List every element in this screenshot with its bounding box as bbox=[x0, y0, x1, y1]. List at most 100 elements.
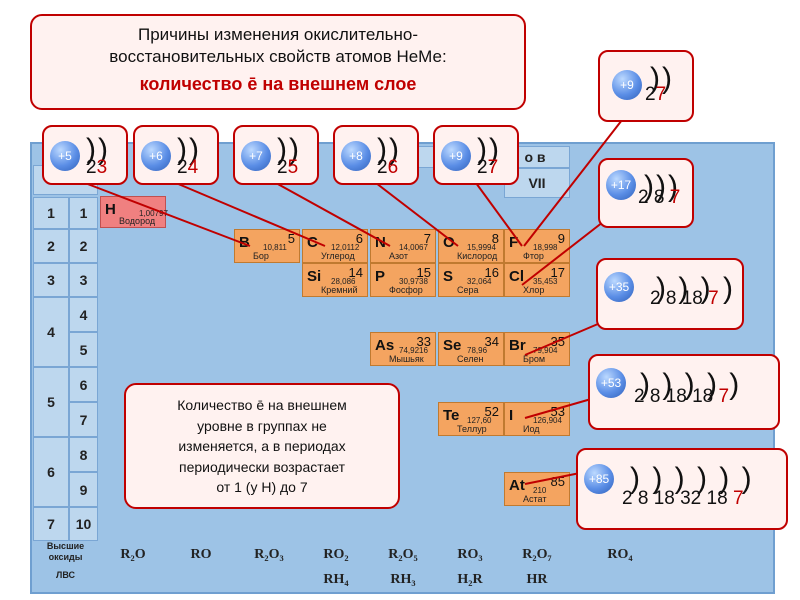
title-callout: Причины изменения окислительно- восстано… bbox=[30, 14, 526, 110]
electron-shell-callout: +8))26 bbox=[333, 125, 419, 185]
configuration-inner: 2 bbox=[645, 84, 656, 105]
electron-configuration: 24 bbox=[177, 157, 198, 179]
element-symbol: Br bbox=[509, 337, 526, 354]
element-symbol: C bbox=[307, 234, 318, 251]
element-mass: 127,60 bbox=[467, 416, 492, 425]
element-symbol: Cl bbox=[509, 268, 524, 285]
element-mass: 78,96 bbox=[467, 346, 488, 355]
element-number: 5 bbox=[287, 231, 295, 246]
electron-configuration: 25 bbox=[277, 157, 298, 179]
electron-shells: )) bbox=[177, 133, 201, 166]
element-symbol: As bbox=[375, 337, 395, 354]
element-symbol: At bbox=[509, 477, 525, 494]
period-number: 5 bbox=[33, 367, 69, 437]
title-line-2: восстановительных свойств атомов НеМе: bbox=[109, 47, 447, 66]
element-name: Бром bbox=[523, 354, 546, 364]
row-number: 7 bbox=[69, 402, 98, 437]
configuration-outer: 7 bbox=[655, 84, 667, 105]
nucleus-charge: +7 bbox=[241, 141, 271, 171]
note-line-2: уровне в группах не bbox=[197, 417, 327, 434]
element-number: 14 bbox=[348, 265, 363, 280]
period-number: 4 bbox=[33, 297, 69, 367]
hydride-formula: RH₄ bbox=[323, 572, 349, 587]
element-mass: 32,064 bbox=[467, 277, 492, 286]
element-name: Бор bbox=[253, 251, 269, 261]
element-symbol: S bbox=[443, 268, 454, 285]
nucleus-charge: +8 bbox=[341, 141, 371, 171]
element-name: Водород bbox=[119, 216, 156, 226]
electron-shells: )) bbox=[650, 62, 674, 95]
electron-shell-callout: +85) ) ) ) ) )2 8 18 32 18 7 bbox=[576, 448, 788, 530]
row-number: 6 bbox=[69, 367, 98, 402]
element-name: Теллур bbox=[457, 424, 487, 434]
element-symbol: B bbox=[239, 234, 250, 251]
electron-configuration: 2 8 18 7 bbox=[650, 288, 719, 310]
electron-configuration: 27 bbox=[477, 157, 498, 179]
electron-shell-callout: +53) ) ) ) )2 8 18 18 7 bbox=[588, 354, 780, 430]
configuration-inner: 2 bbox=[177, 157, 188, 178]
note-line-1: Количество ē на внешнем bbox=[177, 397, 347, 413]
electron-shell-callout: +6))24 bbox=[133, 125, 219, 185]
electron-shells: ) ) ) ) ) bbox=[640, 368, 742, 401]
configuration-inner: 2 8 bbox=[638, 187, 670, 208]
period-number: 2 bbox=[33, 229, 69, 263]
nucleus-charge: +6 bbox=[141, 141, 171, 171]
electron-shell-callout: +9))27 bbox=[433, 125, 519, 185]
element-number: 52 bbox=[484, 404, 499, 419]
electron-configuration: 23 bbox=[86, 157, 107, 179]
element-name: Мышьяк bbox=[389, 354, 424, 364]
configuration-inner: 2 8 18 18 bbox=[634, 386, 719, 407]
element-number: 15 bbox=[416, 265, 431, 280]
row-number: 2 bbox=[69, 229, 98, 263]
element-number: 33 bbox=[416, 334, 431, 349]
configuration-outer: 4 bbox=[187, 157, 199, 178]
note-line-3: изменяется, а в периодах bbox=[178, 438, 346, 454]
element-mass: 10,811 bbox=[263, 243, 287, 252]
configuration-outer: 7 bbox=[718, 386, 730, 407]
electron-shells: )) bbox=[277, 133, 301, 166]
element-number: 9 bbox=[557, 231, 565, 246]
period-number: 7 bbox=[33, 507, 69, 541]
nucleus-charge: +35 bbox=[604, 272, 634, 302]
element-name: Иод bbox=[523, 424, 540, 434]
oxide-formula: R₂O₃ bbox=[254, 547, 284, 562]
electron-shell-callout: +35) ) ) )2 8 18 7 bbox=[596, 258, 744, 330]
configuration-inner: 2 bbox=[377, 157, 388, 178]
element-name: Сера bbox=[457, 285, 479, 295]
element-name: Фтор bbox=[523, 251, 544, 261]
electron-shell-callout: +7))25 bbox=[233, 125, 319, 185]
period-number: 6 bbox=[33, 437, 69, 507]
row-number: 1 bbox=[69, 197, 98, 229]
electron-shell-callout: +17)))2 8 7 bbox=[598, 158, 694, 228]
element-mass: 74,9216 bbox=[399, 346, 428, 355]
oxide-formula: R₂O bbox=[120, 547, 146, 562]
element-number: 16 bbox=[484, 265, 499, 280]
row-number: 3 bbox=[69, 263, 98, 297]
configuration-inner: 2 8 18 32 18 bbox=[622, 488, 733, 509]
element-mass: 28,086 bbox=[331, 277, 356, 286]
electron-configuration: 2 8 18 32 18 7 bbox=[622, 488, 744, 510]
element-symbol: H bbox=[105, 201, 116, 218]
element-mass: 126,904 bbox=[533, 416, 562, 425]
row-number: 5 bbox=[69, 332, 98, 367]
title-line-1: Причины изменения окислительно- bbox=[137, 25, 418, 44]
electron-shells: )) bbox=[86, 133, 110, 166]
electron-shells: ))) bbox=[644, 170, 680, 203]
row-number: 4 bbox=[69, 297, 98, 332]
oxide-formula: RO₂ bbox=[323, 547, 349, 562]
nucleus-charge: +85 bbox=[584, 464, 614, 494]
electron-configuration: 2 8 18 18 7 bbox=[634, 386, 729, 408]
configuration-inner: 2 bbox=[277, 157, 288, 178]
row-number: 10 bbox=[69, 507, 98, 541]
higher-oxides-label: Высшие оксиды bbox=[46, 541, 85, 562]
element-symbol: N bbox=[375, 234, 386, 251]
row-number: 9 bbox=[69, 472, 98, 507]
row-number: 8 bbox=[69, 437, 98, 472]
